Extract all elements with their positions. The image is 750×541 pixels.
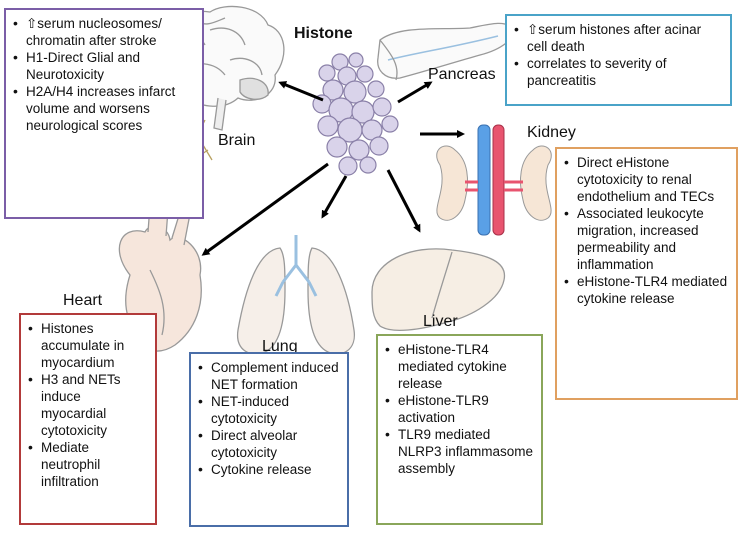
pancreas-effect-item: ⇧serum histones after acinar cell death — [513, 21, 724, 55]
liver-effect-item: eHistone-TLR4 mediated cytokine release — [384, 341, 535, 392]
pancreas-icon — [377, 22, 514, 81]
arrow-to-heart — [201, 162, 329, 256]
heart-effect-item: H3 and NETs induce myocardial cytotoxici… — [27, 371, 149, 439]
brain-label: Brain — [218, 132, 256, 149]
histone-cluster-icon — [312, 52, 399, 176]
brain-effect-item: H2A/H4 increases infarct volume and wors… — [12, 83, 196, 134]
liver-label: Liver — [423, 313, 458, 330]
lung-label: Lung — [262, 338, 298, 355]
kidney-effect-item: Associated leukocyte migration, increase… — [563, 205, 730, 273]
kidney-effect-item: eHistone-TLR4 mediated cytokine release — [563, 273, 730, 307]
pancreas-effects-list: ⇧serum histones after acinar cell death … — [513, 21, 724, 89]
heart-effect-item: Histones accumulate in myocardium — [27, 320, 149, 371]
liver-effects-box: eHistone-TLR4 mediated cytokine release … — [376, 334, 543, 525]
pancreas-effects-box: ⇧serum histones after acinar cell death … — [505, 14, 732, 106]
arrow-to-liver — [386, 169, 421, 233]
lung-effect-item: Cytokine release — [197, 461, 341, 478]
liver-effects-list: eHistone-TLR4 mediated cytokine release … — [384, 341, 535, 477]
brain-effect-item: ⇧serum nucleosomes/ chromatin after stro… — [12, 15, 196, 49]
arrow-to-pancreas — [397, 81, 433, 104]
kidney-effects-box: Direct eHistone cytotoxicity to renal en… — [555, 147, 738, 400]
brain-effects-list: ⇧serum nucleosomes/ chromatin after stro… — [12, 15, 196, 134]
kidney-label: Kidney — [527, 124, 576, 141]
heart-label: Heart — [63, 292, 103, 309]
lung-effect-item: NET-induced cytotoxicity — [197, 393, 341, 427]
heart-effect-item: Mediate neutrophil infiltration — [27, 439, 149, 490]
arrows — [201, 81, 465, 256]
lung-effects-list: Complement induced NET formation NET-ind… — [197, 359, 341, 478]
pancreas-label: Pancreas — [428, 66, 496, 83]
brain-effects-box: ⇧serum nucleosomes/ chromatin after stro… — [4, 8, 204, 219]
heart-effects-box: Histones accumulate in myocardium H3 and… — [19, 313, 157, 525]
pancreas-effect-item: correlates to severity of pancreatitis — [513, 55, 724, 89]
arrow-to-brain — [278, 81, 324, 102]
diagram-title: Histone — [294, 25, 353, 42]
arrow-to-lung — [321, 175, 348, 219]
kidney-effects-list: Direct eHistone cytotoxicity to renal en… — [563, 154, 730, 307]
liver-effect-item: eHistone-TLR9 activation — [384, 392, 535, 426]
lung-effect-item: Complement induced NET formation — [197, 359, 341, 393]
liver-effect-item: TLR9 mediated NLRP3 inflammasome assembl… — [384, 426, 535, 477]
lung-effects-box: Complement induced NET formation NET-ind… — [189, 352, 349, 527]
lung-effect-item: Direct alveolar cytotoxicity — [197, 427, 341, 461]
liver-icon — [371, 248, 506, 331]
kidney-effect-item: Direct eHistone cytotoxicity to renal en… — [563, 154, 730, 205]
brain-effect-item: H1-Direct Glial and Neurotoxicity — [12, 49, 196, 83]
heart-effects-list: Histones accumulate in myocardium H3 and… — [27, 320, 149, 490]
lung-icon — [237, 235, 355, 355]
kidney-icon — [436, 124, 552, 236]
